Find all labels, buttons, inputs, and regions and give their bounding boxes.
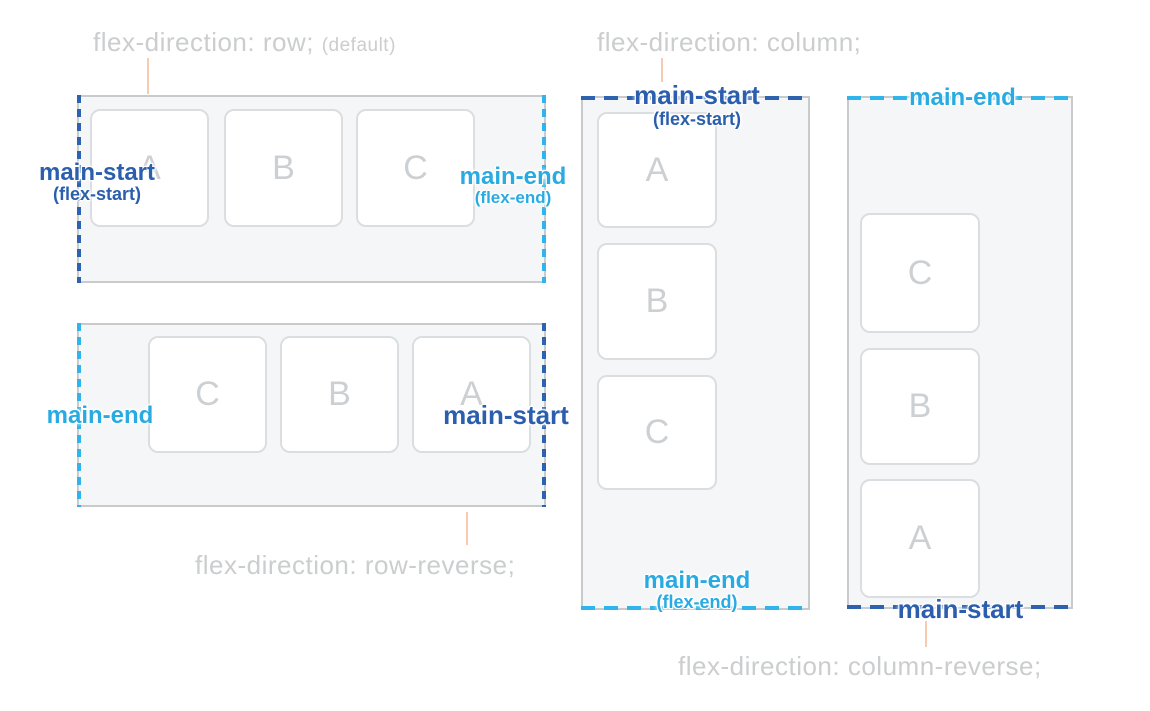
- connector-line-row: [147, 58, 149, 94]
- main-start-edge-column: [581, 96, 810, 100]
- flex-item: C: [148, 336, 267, 453]
- flex-end-text: (flex-end): [656, 592, 738, 613]
- main-end-edge-column-reverse: [847, 96, 1073, 100]
- caption-row-reverse-text: flex-direction: row-reverse;: [195, 550, 516, 580]
- flex-end-text: (flex-end): [474, 188, 552, 208]
- flex-start-text: (flex-start): [652, 108, 741, 129]
- caption-column-text: flex-direction: column;: [597, 27, 862, 57]
- main-end-label-row-reverse: main-end: [25, 403, 175, 428]
- main-start-text: main-start: [897, 594, 1024, 624]
- flex-item: B: [224, 109, 343, 227]
- flex-item: B: [597, 243, 717, 360]
- flex-item: C: [356, 109, 475, 227]
- caption-column: flex-direction: column;: [597, 27, 861, 58]
- main-start-edge-row-reverse: [542, 323, 546, 507]
- flex-item: A: [597, 112, 717, 228]
- main-start-label-column-reverse: main-start: [883, 594, 1038, 624]
- connector-line-column-reverse: [925, 621, 927, 647]
- main-end-label-column: main-end (flex-end): [622, 568, 772, 613]
- flex-item: C: [597, 375, 717, 490]
- flex-item: C: [860, 213, 980, 333]
- caption-column-reverse-text: flex-direction: column-reverse;: [678, 651, 1042, 681]
- caption-row-note: (default): [321, 35, 396, 56]
- flex-container-row: A B C: [77, 95, 546, 283]
- main-end-text: main-end: [909, 84, 1016, 111]
- connector-line-column: [661, 58, 663, 82]
- flex-container-row-reverse: C B A: [77, 323, 546, 507]
- main-start-text: main-start: [38, 159, 156, 186]
- caption-row-text: flex-direction: row;: [93, 27, 314, 57]
- flex-item: A: [412, 336, 531, 453]
- main-end-text: main-end: [46, 402, 154, 429]
- main-end-edge-column: [581, 606, 810, 610]
- main-start-edge-row: [77, 95, 81, 283]
- main-start-label-row-reverse: main-start: [426, 400, 586, 430]
- main-start-text: main-start: [634, 80, 760, 110]
- main-end-label-row: main-end (flex-end): [438, 164, 588, 207]
- connector-line-row-reverse: [466, 512, 468, 545]
- flex-item: A: [90, 109, 209, 227]
- caption-column-reverse: flex-direction: column-reverse;: [678, 651, 1042, 682]
- main-start-text: main-start: [443, 400, 569, 430]
- main-end-text: main-end: [643, 567, 751, 594]
- main-end-text: main-end: [459, 163, 567, 190]
- flex-container-column: A B C: [581, 96, 810, 610]
- main-start-label-row: main-start (flex-start): [22, 160, 172, 205]
- flex-item: B: [280, 336, 399, 453]
- main-end-label-column-reverse: main-end: [885, 85, 1040, 110]
- flex-container-column-reverse: C B A: [847, 96, 1073, 609]
- main-start-label-column: main-start (flex-start): [622, 80, 772, 129]
- caption-row-reverse: flex-direction: row-reverse;: [195, 550, 515, 581]
- flex-item: B: [860, 348, 980, 465]
- caption-row: flex-direction: row; (default): [93, 27, 396, 58]
- flex-start-text: (flex-start): [52, 184, 141, 205]
- flex-item: A: [860, 479, 980, 598]
- main-end-edge-row: [542, 95, 546, 283]
- main-start-edge-column-reverse: [847, 605, 1073, 609]
- main-end-edge-row-reverse: [77, 323, 81, 507]
